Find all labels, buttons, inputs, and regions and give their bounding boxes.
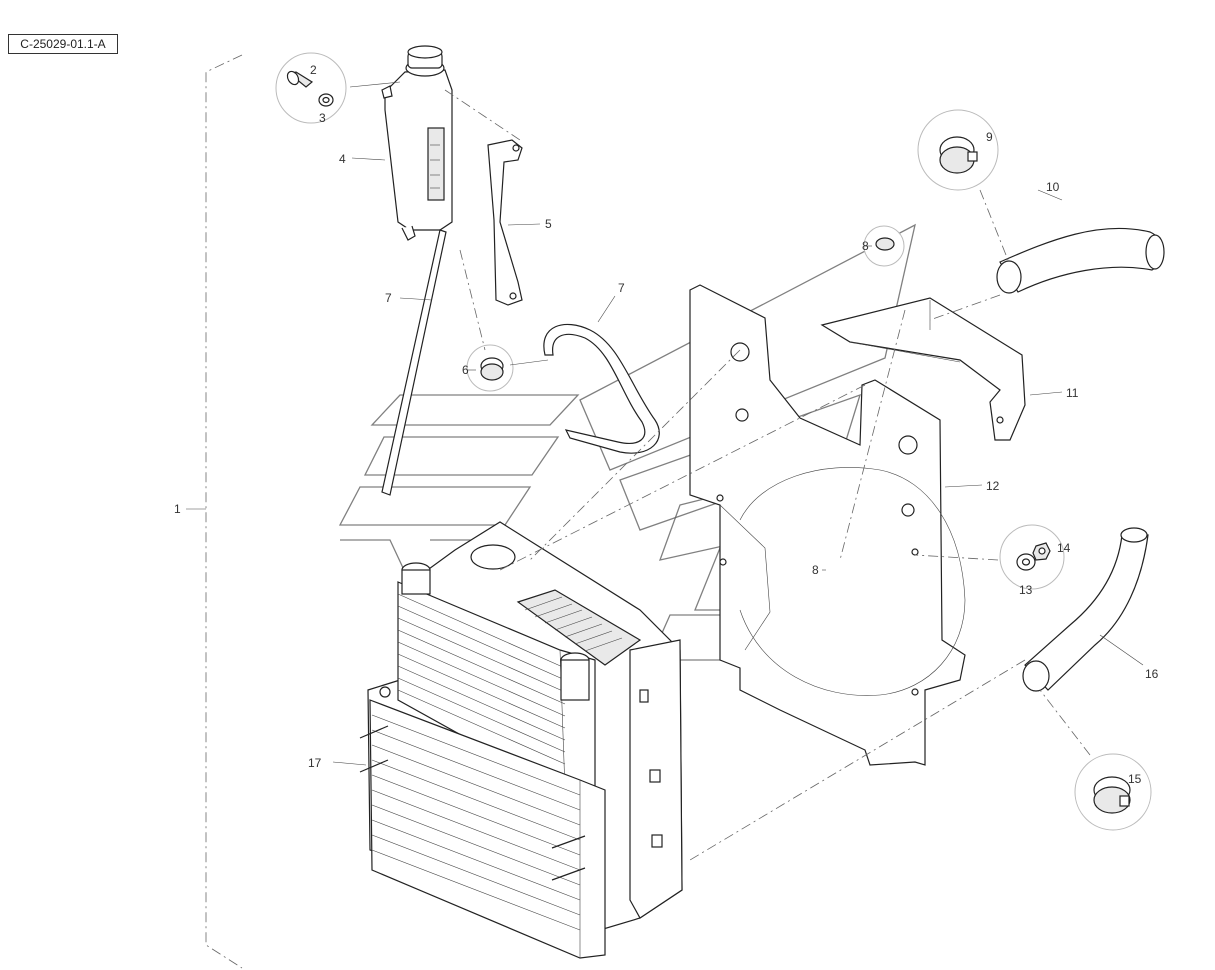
nut-and-washer-detail <box>999 524 1065 590</box>
fan-shroud <box>689 284 966 766</box>
callout-8-lower: 8 <box>812 563 819 577</box>
callout-15: 15 <box>1128 772 1142 786</box>
callout-1: 1 <box>174 502 181 516</box>
callout-10: 10 <box>1046 180 1060 194</box>
callout-14: 14 <box>1057 541 1071 555</box>
upper-radiator-hose <box>996 227 1165 294</box>
lower-radiator-hose <box>1022 527 1149 692</box>
grommet-upper <box>863 225 905 267</box>
callout-5: 5 <box>545 217 552 231</box>
callout-11: 11 <box>1066 386 1079 400</box>
diagram-reference-code: C-25029-01.1-A <box>8 34 118 54</box>
callout-4: 4 <box>339 152 346 166</box>
leader-lines <box>332 81 1144 861</box>
tank-mounting-bracket <box>487 139 523 306</box>
overflow-hose-curved <box>543 323 660 454</box>
upper-shroud-bracket <box>820 297 1026 441</box>
callout-13: 13 <box>1019 583 1033 597</box>
callout-8-upper: 8 <box>862 239 869 253</box>
callout-7-center: 7 <box>618 281 625 295</box>
hose-clamp-small-detail <box>466 344 514 392</box>
callout-9: 9 <box>986 130 993 144</box>
assembly-bracket-line <box>205 54 243 969</box>
coolant-expansion-tank <box>381 45 453 241</box>
hose-clamp-upper-detail <box>917 109 999 191</box>
callout-12: 12 <box>986 479 1000 493</box>
callout-16: 16 <box>1145 667 1159 681</box>
callout-7-left: 7 <box>385 291 392 305</box>
hose-clamp-lower-detail <box>1074 753 1152 831</box>
callout-17: 17 <box>308 756 322 770</box>
callout-3: 3 <box>319 111 326 125</box>
callout-2: 2 <box>310 63 317 77</box>
radiator-cooler-assembly <box>359 521 683 959</box>
bolt-and-washer-detail <box>275 52 347 124</box>
overflow-hose-left <box>381 229 447 496</box>
callout-6: 6 <box>462 363 469 377</box>
